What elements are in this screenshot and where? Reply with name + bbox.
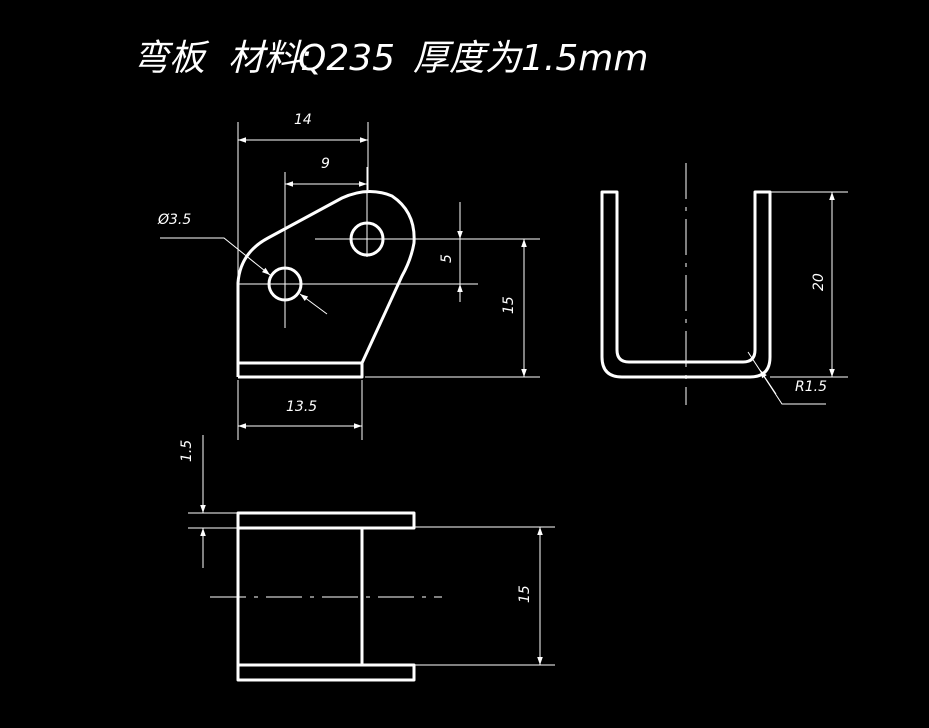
front-view: 14 9 Ø3.5 5 15 13.5 (157, 112, 540, 440)
dim-width-bottom: 13.5 (286, 399, 317, 415)
dim-width-top: 14 (294, 112, 312, 128)
side-view: 20 R1.5 (600, 163, 848, 405)
dim-hole-spacing-v: 5 (439, 254, 455, 263)
dim-hole-diameter: Ø3.5 (157, 212, 191, 228)
dim-diameter-leader (160, 237, 271, 276)
dim-radius: R1.5 (795, 379, 827, 395)
dim-hole-spacing-h: 9 (321, 156, 330, 172)
dim-20-extension (770, 191, 848, 378)
hole-center-lines (238, 167, 540, 328)
front-view-outline (236, 190, 416, 379)
dim-radius-leader (747, 351, 826, 405)
dim-13-5-extension (237, 380, 363, 440)
material-label: 材料: (228, 38, 312, 79)
dim-diameter-arrow (299, 293, 328, 315)
thickness-label: 厚度为1.5mm (413, 38, 648, 79)
dim-radius-arrow (759, 369, 777, 395)
top-flange (236, 511, 416, 530)
dim-14-extension (237, 122, 369, 363)
side-view-outline (600, 190, 772, 379)
dim-height: 15 (501, 296, 517, 314)
bottom-view: 1.5 15 (179, 435, 555, 682)
part-name: 弯板 (133, 38, 210, 79)
dim-bottom-height: 15 (517, 585, 533, 603)
dim-1-5-extension (188, 512, 238, 529)
material-value: Q235 (298, 38, 395, 79)
dim-bottom-15-extension (414, 526, 555, 666)
title-block: 弯板 材料: Q235 厚度为1.5mm (133, 38, 648, 79)
dim-side-height: 20 (811, 273, 827, 291)
dim-thickness: 1.5 (179, 440, 195, 462)
bottom-flange (236, 663, 416, 682)
